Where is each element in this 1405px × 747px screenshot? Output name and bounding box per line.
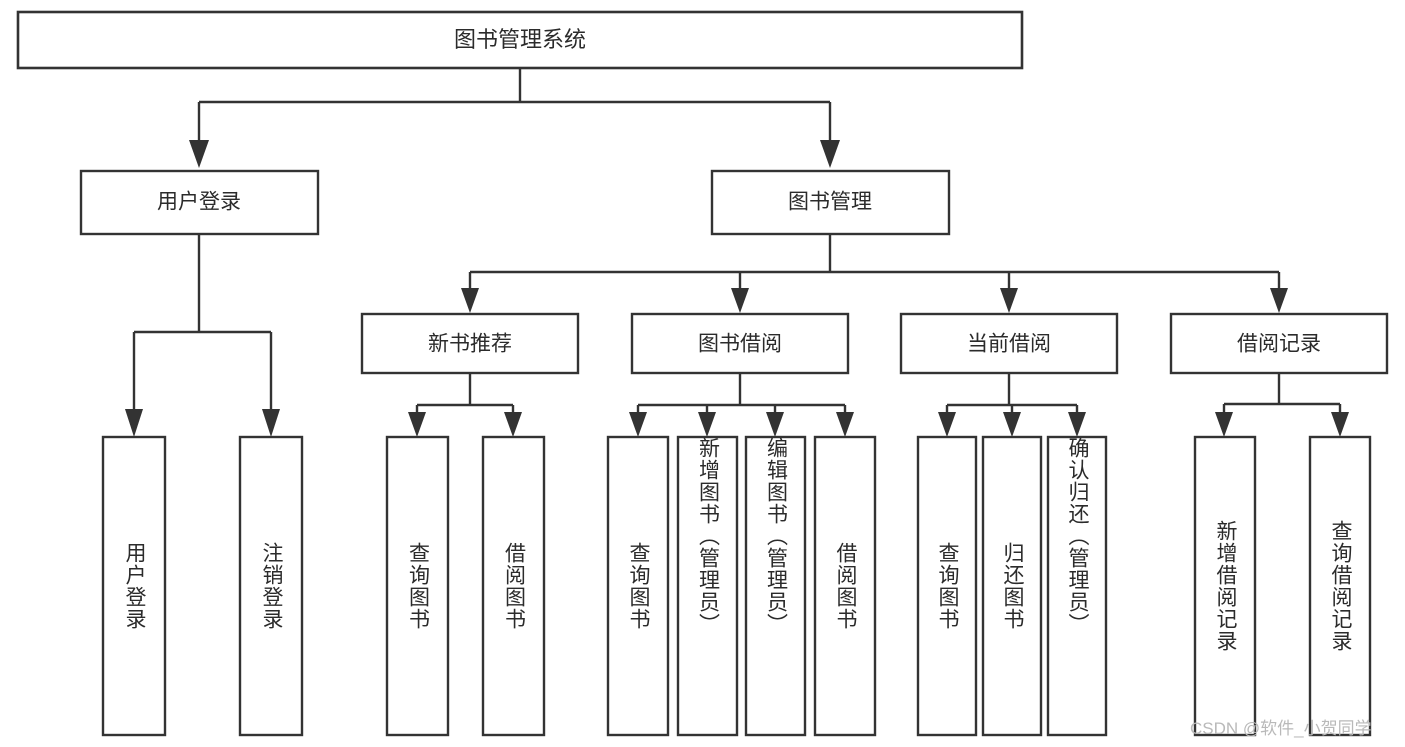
arrowhead-leaf-add-book (698, 412, 716, 437)
node-new-book-recommend-box[interactable] (360, 312, 580, 375)
arrowhead-book-borrow (731, 288, 749, 313)
node-root-label: 图书管理系统 (454, 27, 586, 52)
leaf-box-user-login[interactable] (101, 435, 167, 737)
node-book-management-box[interactable] (710, 169, 951, 236)
node-current-borrow-box[interactable] (899, 312, 1119, 375)
leaf-box-query-book-1[interactable] (385, 435, 450, 737)
node-current-borrow-label: 当前借阅 (967, 333, 1051, 356)
node-borrow-record-box[interactable] (1169, 312, 1389, 375)
node-user-login-label: 用户登录 (157, 191, 241, 214)
leaf-box-borrow-book-2[interactable] (813, 435, 877, 737)
node-book-management-label: 图书管理 (788, 191, 872, 214)
connectors-current-borrow-to-leaves (938, 373, 1086, 437)
leaf-box-add-record[interactable] (1193, 435, 1257, 737)
leaf-box-query-record[interactable] (1308, 435, 1372, 737)
node-book-management[interactable]: 图书管理 (710, 169, 951, 236)
connectors-root-to-level2 (189, 68, 840, 168)
leaf-boxes-user-login (101, 435, 304, 737)
arrowhead-current-borrow (1000, 288, 1018, 313)
leaf-box-edit-book[interactable] (744, 435, 807, 737)
arrowhead-leaf-query-record (1331, 412, 1349, 437)
arrowhead-leaf-query-book-3 (938, 412, 956, 437)
leaf-boxes-book-borrow (606, 435, 877, 737)
node-borrow-record[interactable]: 借阅记录 (1169, 312, 1389, 375)
node-current-borrow[interactable]: 当前借阅 (899, 312, 1119, 375)
node-new-book-recommend[interactable]: 新书推荐 (360, 312, 580, 375)
connectors-book-management-to-level3 (461, 232, 1288, 313)
arrowhead-leaf-edit-book (766, 412, 784, 437)
arrowhead-leaf-user-login (125, 409, 143, 437)
connectors-user-login-to-leaves (125, 234, 280, 437)
arrowhead-leaf-add-record (1215, 412, 1233, 437)
node-user-login-box[interactable] (79, 169, 320, 236)
node-new-book-recommend-label: 新书推荐 (428, 333, 512, 356)
connectors-borrow-record-to-leaves (1215, 373, 1349, 437)
leaf-boxes-current-borrow (916, 435, 1108, 737)
arrowhead-leaf-confirm-return (1068, 412, 1086, 437)
node-user-login[interactable]: 用户登录 (79, 169, 320, 236)
arrowhead-leaf-query-book-2 (629, 412, 647, 437)
leaf-box-borrow-book-1[interactable] (481, 435, 546, 737)
node-borrow-record-label: 借阅记录 (1237, 333, 1321, 356)
connectors-new-book-recommend-to-leaves (408, 373, 522, 437)
node-root-box[interactable] (16, 10, 1024, 70)
arrowhead-leaf-borrow-book-1 (504, 412, 522, 437)
node-root[interactable]: 图书管理系统 (16, 10, 1024, 70)
arrowhead-borrow-record (1270, 288, 1288, 313)
arrowhead-book-management (820, 140, 840, 168)
node-book-borrow-label: 图书借阅 (698, 333, 782, 356)
leaf-boxes-borrow-record (1193, 435, 1372, 737)
arrowhead-new-book-recommend (461, 288, 479, 313)
csdn-watermark: CSDN @软件_小贺同学 (1190, 719, 1372, 738)
arrowhead-leaf-query-book-1 (408, 412, 426, 437)
arrowhead-user-login (189, 140, 209, 168)
leaf-box-confirm-return[interactable] (1046, 435, 1108, 737)
leaf-box-query-book-3[interactable] (916, 435, 978, 737)
leaf-box-add-book[interactable] (676, 435, 739, 737)
leaf-box-logout-login[interactable] (238, 435, 304, 737)
node-book-borrow-box[interactable] (630, 312, 850, 375)
arrowhead-leaf-logout-login (262, 409, 280, 437)
arrowhead-leaf-return-book (1003, 412, 1021, 437)
leaf-boxes-new-book-recommend (385, 435, 546, 737)
connectors-book-borrow-to-leaves (629, 373, 854, 437)
leaf-box-return-book[interactable] (981, 435, 1043, 737)
node-book-borrow[interactable]: 图书借阅 (630, 312, 850, 375)
leaf-box-query-book-2[interactable] (606, 435, 670, 737)
arrowhead-leaf-borrow-book-2 (836, 412, 854, 437)
